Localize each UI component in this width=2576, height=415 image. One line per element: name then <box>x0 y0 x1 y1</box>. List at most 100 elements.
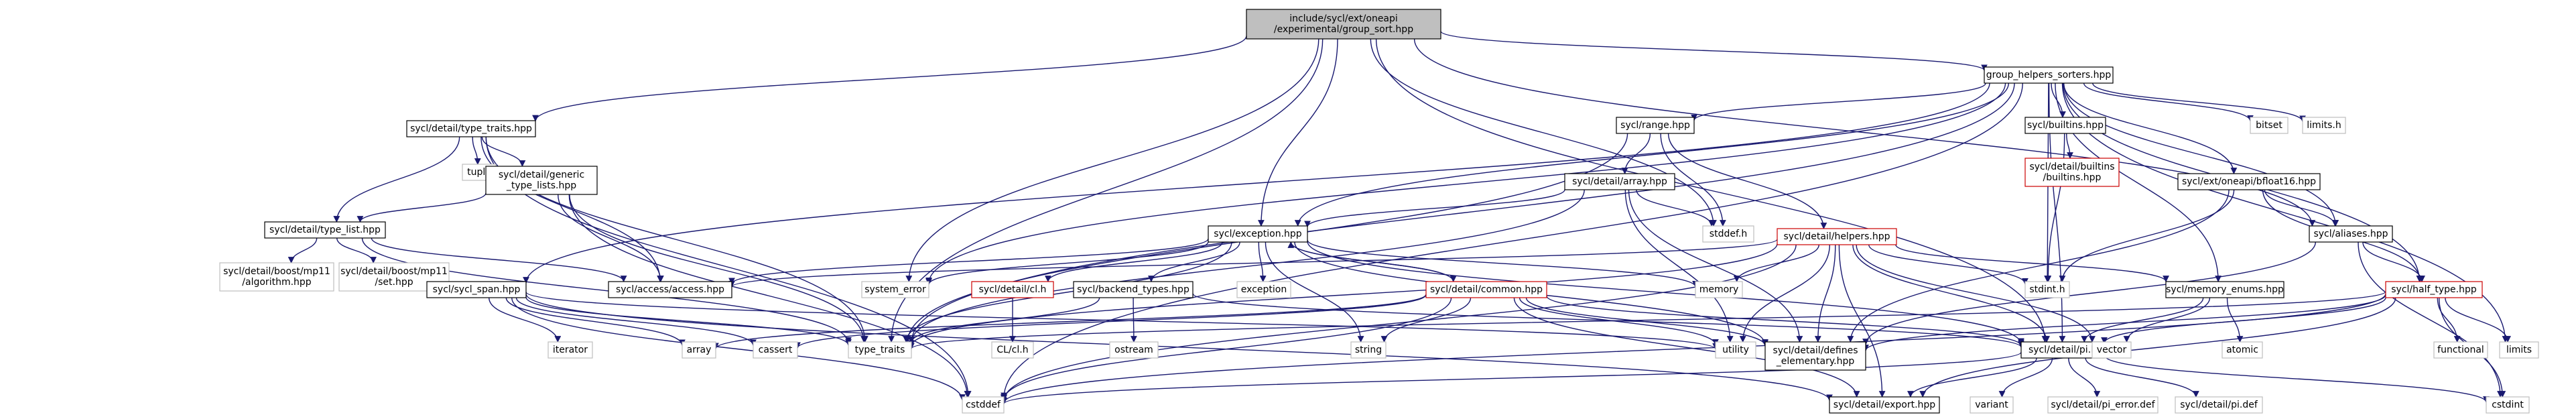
node-label: sycl/ext/oneapi/bfloat16.hpp <box>2182 176 2316 187</box>
edge-memenum-to-vector <box>2123 297 2211 343</box>
node-box <box>1073 281 1194 298</box>
edge-exc-to-syserr <box>925 241 1209 286</box>
node-box <box>548 341 593 359</box>
node-label: limits.h <box>2307 120 2341 131</box>
edge-half-to-type_traits <box>908 291 2386 350</box>
node-access[interactable]: sycl/access/access.hpp <box>608 281 732 298</box>
node-box <box>2047 396 2159 414</box>
edge-common-to-pi <box>1546 296 2024 347</box>
node-cl[interactable]: sycl/detail/cl.h <box>971 281 1054 298</box>
edge-helpers-to-access <box>728 239 1778 288</box>
edge-ghs-to-limitsh <box>2092 82 2306 123</box>
node-range[interactable]: sycl/range.hpp <box>1616 117 1695 134</box>
edge-pi-to-cstddef <box>1001 351 2022 405</box>
edge-pi-to-cstdint <box>2104 355 2490 403</box>
node-label: iterator <box>553 345 588 355</box>
node-variant: variant <box>1970 396 2014 414</box>
node-label: utility <box>1722 345 1749 355</box>
node-label: sycl/detail/helpers.hpp <box>1784 231 1890 242</box>
node-export[interactable]: sycl/detail/export.hpp <box>1829 396 1940 414</box>
node-box <box>2024 117 2106 134</box>
node-common[interactable]: sycl/detail/common.hpp <box>1425 281 1547 298</box>
edge-root-to-ghs <box>1440 30 1988 72</box>
node-box <box>1715 341 1756 359</box>
node-tt[interactable]: sycl/detail/type_traits.hpp <box>406 120 536 137</box>
node-btypes[interactable]: sycl/backend_types.hpp <box>1073 281 1194 298</box>
node-box <box>2091 341 2132 359</box>
edge-root-to-tt <box>532 36 1247 122</box>
node-label: cstddef <box>966 400 1001 410</box>
edge-aliases-to-defines <box>1862 241 2316 345</box>
node-label: sycl/range.hpp <box>1620 120 1690 131</box>
edge-span-to-cstddef <box>511 297 966 401</box>
edge-tt-to-tlist <box>333 136 460 223</box>
node-box <box>1829 396 1940 414</box>
node-span[interactable]: sycl/sycl_span.hpp <box>426 281 527 298</box>
node-box <box>2024 281 2070 298</box>
node-pidef: sycl/detail/pi.def <box>2175 396 2263 414</box>
edge-exc-to-btypes <box>1148 241 1240 282</box>
node-memory: memory <box>1695 281 1743 298</box>
edge-tt-to-access <box>480 136 663 282</box>
node-label: /algorithm.hpp <box>242 277 311 288</box>
node-box <box>1246 9 1441 40</box>
edge-exc-to-exception <box>1258 241 1267 282</box>
edge-range-to-helpers <box>1667 133 1827 229</box>
edge-helpers-to-defines <box>1814 244 1836 343</box>
edge-aliases-to-half <box>2362 241 2425 282</box>
node-box <box>219 262 334 292</box>
node-gtl[interactable]: sycl/detail/generic_type_lists.hpp <box>485 166 598 195</box>
edge-exc-to-access <box>728 238 1209 285</box>
node-memenum[interactable]: sycl/memory_enums.hpp <box>2165 281 2284 298</box>
node-label: sycl/half_type.hpp <box>2391 284 2477 295</box>
node-label: sycl/detail/boost/mp11 <box>223 266 330 277</box>
node-pi[interactable]: sycl/detail/pi.h <box>2020 341 2105 359</box>
node-box <box>2499 341 2539 359</box>
node-box <box>485 166 598 195</box>
node-builtins[interactable]: sycl/builtins.hpp <box>2024 117 2106 134</box>
node-box <box>1970 396 2014 414</box>
node-darray[interactable]: sycl/detail/array.hpp <box>1564 173 1675 190</box>
node-box <box>2486 396 2530 414</box>
node-defines[interactable]: sycl/detail/defines_elementary.hpp <box>1764 341 1866 371</box>
node-tlist[interactable]: sycl/detail/type_list.hpp <box>264 221 386 239</box>
edge-gtl-to-tlist <box>357 192 487 223</box>
edge-pi-to-variant <box>1998 357 2053 398</box>
node-label: _elementary.hpp <box>1776 356 1855 367</box>
node-box <box>1695 281 1743 298</box>
node-bf16[interactable]: sycl/ext/oneapi/bfloat16.hpp <box>2177 173 2321 190</box>
node-box <box>426 281 527 298</box>
edge-common-to-array <box>712 294 1427 350</box>
edge-helpers-to-memory <box>1733 244 1819 282</box>
node-helpers[interactable]: sycl/detail/helpers.hpp <box>1777 228 1897 245</box>
node-dbuiltins[interactable]: sycl/detail/builtins/builtins.hpp <box>2024 158 2120 187</box>
node-root[interactable]: include/sycl/ext/oneapi/experimental/gro… <box>1246 9 1441 40</box>
node-label: atomic <box>2226 345 2258 355</box>
node-box <box>2250 117 2289 134</box>
edge-tlist-to-mp11set <box>336 237 377 263</box>
node-label: limits <box>2506 345 2532 355</box>
node-mp11alg: sycl/detail/boost/mp11/algorithm.hpp <box>219 262 334 292</box>
edge-gtl-to-cstddef <box>568 194 971 398</box>
node-label: cassert <box>759 345 793 355</box>
edge-ghs-to-span <box>523 82 1990 284</box>
node-label: CL/cl.h <box>996 345 1028 355</box>
node-half[interactable]: sycl/half_type.hpp <box>2385 281 2483 298</box>
node-box <box>1564 173 1675 190</box>
node-ghs[interactable]: group_helpers_sorters.hpp <box>1984 66 2114 84</box>
edge-darray-to-stddefh <box>1636 189 1715 227</box>
edge-helpers-to-memenum <box>1895 244 2169 282</box>
node-limits: limits <box>2499 341 2539 359</box>
edge-tlist-to-mp11alg <box>287 237 318 263</box>
edge-helpers-to-utility <box>1739 244 1830 343</box>
node-label: sycl/detail/type_traits.hpp <box>410 123 532 134</box>
node-box <box>991 341 1034 359</box>
node-aliases[interactable]: sycl/aliases.hpp <box>2309 225 2393 243</box>
node-label: _type_lists.hpp <box>506 180 576 191</box>
node-box <box>1984 66 2114 84</box>
node-label: sycl/exception.hpp <box>1214 229 1302 239</box>
node-exc[interactable]: sycl/exception.hpp <box>1208 225 1308 243</box>
node-label: tuple <box>467 167 491 178</box>
edge-tt-to-tuple <box>472 136 481 165</box>
edge-tt-to-gtl <box>481 136 526 167</box>
